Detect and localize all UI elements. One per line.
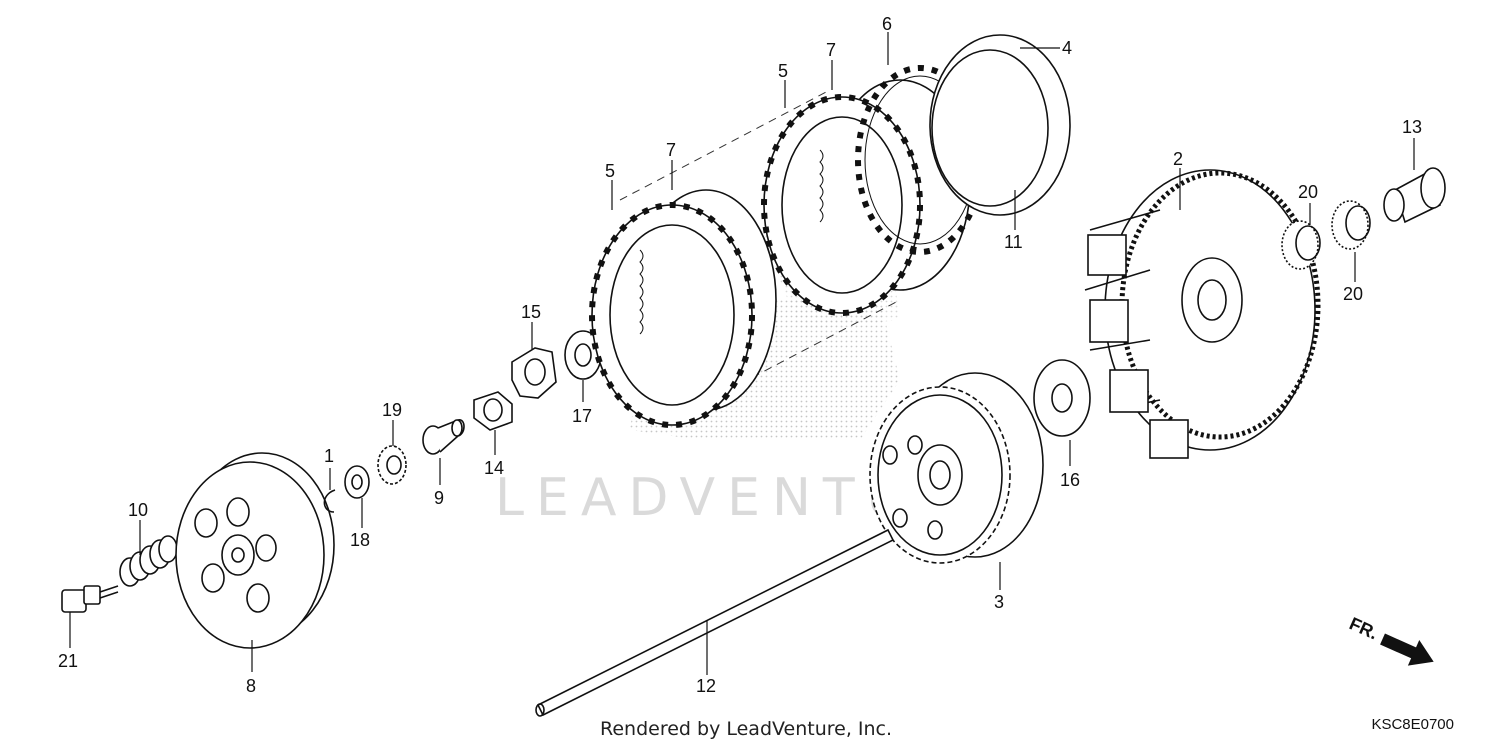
bolt-part-21 bbox=[61, 585, 119, 613]
washer-part-16 bbox=[1033, 359, 1091, 437]
alignment-lines bbox=[619, 89, 901, 411]
arrow-icon bbox=[1380, 633, 1434, 666]
callout-1: 1 bbox=[324, 446, 334, 466]
pressure-plate-part-8 bbox=[175, 452, 335, 649]
diagram-code: KSC8E0700 bbox=[1371, 716, 1454, 733]
needle-bearing-part-20-a bbox=[1281, 220, 1321, 270]
collar-part-13 bbox=[1383, 167, 1446, 224]
callout-6: 6 bbox=[882, 14, 892, 34]
washer-part-18 bbox=[344, 465, 370, 499]
needle-bearing-part-20-b bbox=[1331, 200, 1371, 250]
callout-15: 15 bbox=[521, 302, 541, 322]
callout-17: 17 bbox=[572, 406, 592, 426]
callout-16: 16 bbox=[1060, 470, 1080, 490]
bearing-part-19 bbox=[377, 445, 407, 485]
lock-washer-part-15 bbox=[511, 347, 557, 399]
callout-5-lower: 5 bbox=[605, 161, 615, 181]
circlip-part-1 bbox=[323, 489, 336, 513]
clutch-center-part-3 bbox=[869, 372, 1044, 564]
callout-5-upper: 5 bbox=[778, 61, 788, 81]
callout-20-upper: 20 bbox=[1298, 182, 1318, 202]
callout-2: 2 bbox=[1173, 149, 1183, 169]
callout-7-lower: 7 bbox=[666, 140, 676, 160]
callout-10: 10 bbox=[128, 500, 148, 520]
callout-13: 13 bbox=[1402, 117, 1422, 137]
nut-part-14 bbox=[473, 391, 513, 431]
footer-credit: Rendered by LeadVenture, Inc. bbox=[600, 718, 893, 740]
push-rod-part-12 bbox=[535, 528, 895, 717]
callout-9: 9 bbox=[434, 488, 444, 508]
callout-3: 3 bbox=[994, 592, 1004, 612]
judder-ring-part-4 bbox=[929, 34, 1071, 216]
callout-8: 8 bbox=[246, 676, 256, 696]
callout-14: 14 bbox=[484, 458, 504, 478]
callout-7-upper: 7 bbox=[826, 40, 836, 60]
direction-label: FR. bbox=[1346, 613, 1381, 643]
callout-11: 11 bbox=[1004, 232, 1023, 252]
spring-part-10 bbox=[119, 535, 178, 587]
friction-disc-part-5-lower bbox=[589, 189, 777, 428]
clutch-outer-part-2 bbox=[1084, 169, 1321, 459]
callout-4: 4 bbox=[1062, 38, 1072, 58]
part-callouts: 1 2 3 4 5 5 6 7 7 8 9 10 11 12 13 14 15 … bbox=[58, 14, 1422, 696]
leader-lines bbox=[69, 32, 1415, 675]
callout-18: 18 bbox=[350, 530, 370, 550]
front-direction-arrow: FR. bbox=[1346, 613, 1434, 666]
callout-19: 19 bbox=[382, 400, 402, 420]
callout-20-lower: 20 bbox=[1343, 284, 1363, 304]
lifter-part-9 bbox=[422, 419, 465, 455]
callout-12: 12 bbox=[696, 676, 716, 696]
callout-21: 21 bbox=[58, 651, 78, 671]
